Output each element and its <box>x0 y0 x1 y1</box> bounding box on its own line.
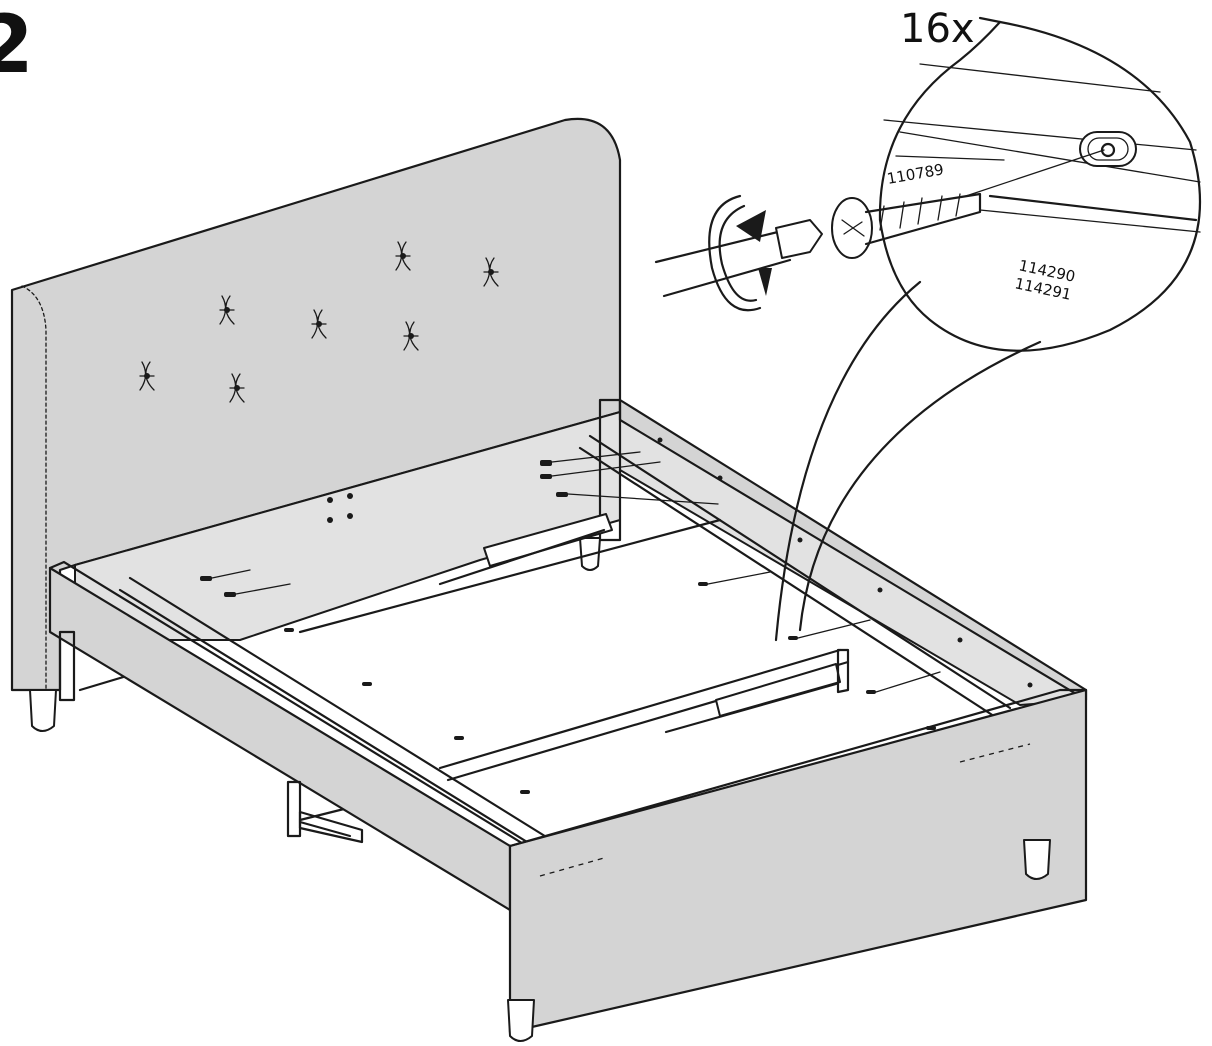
step-number: 2 <box>0 0 34 91</box>
clockwise-rotation-icon <box>708 194 772 312</box>
footboard <box>507 688 1088 1042</box>
tufting-buttons <box>139 241 499 403</box>
right-side-rail <box>579 398 1088 706</box>
screwdriver-icon <box>654 219 823 298</box>
detail-callout: 16x 110789 114290 114291 <box>654 6 1202 642</box>
screw-icon <box>831 192 982 259</box>
screw-part-number: 110789 <box>886 160 946 188</box>
quantity-label: 16x <box>900 6 975 52</box>
slat-rails <box>78 434 1012 852</box>
headboard <box>10 117 622 732</box>
